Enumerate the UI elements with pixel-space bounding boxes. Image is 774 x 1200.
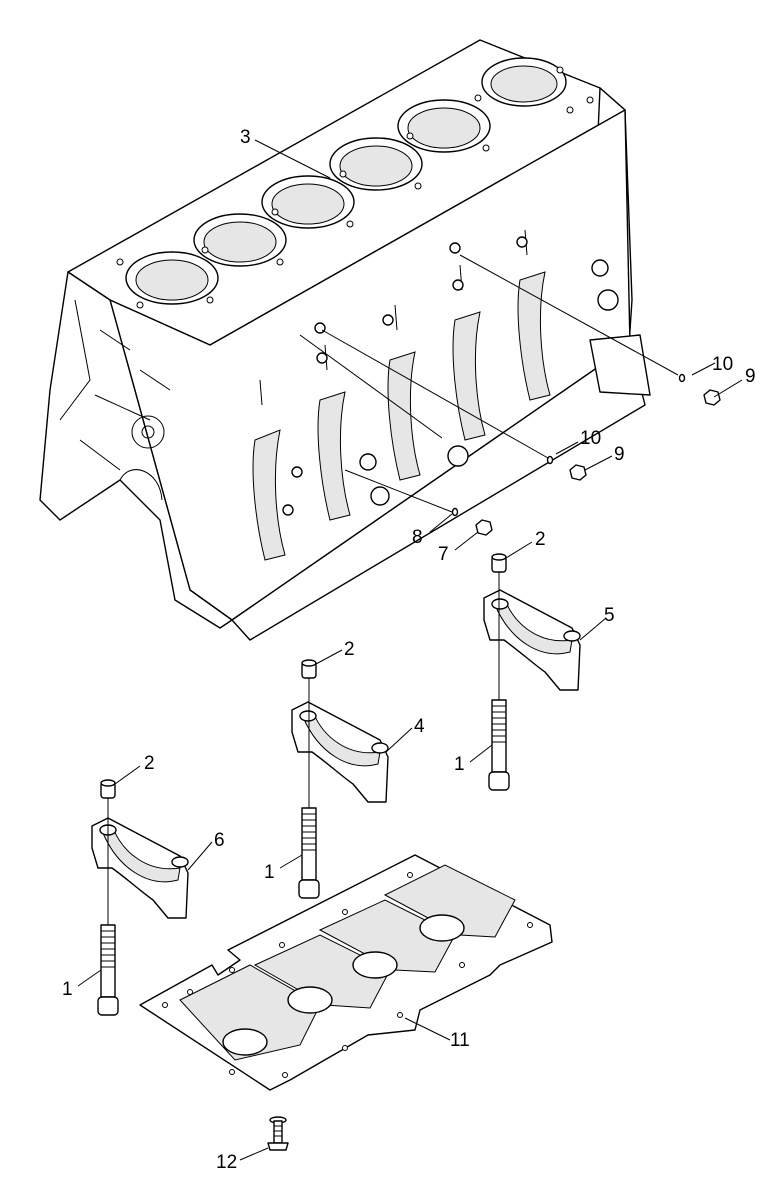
callout-12: 12 (216, 1152, 237, 1173)
callout-10-upper: 10 (712, 354, 733, 375)
callout-2-middle: 2 (344, 639, 355, 660)
callout-8: 8 (412, 527, 423, 548)
callout-10-lower: 10 (580, 428, 601, 449)
bearing-ladder-frame (139, 854, 553, 1091)
callout-5: 5 (604, 605, 615, 626)
callout-4: 4 (414, 716, 425, 737)
callout-9-upper: 9 (745, 366, 756, 387)
bearing-cap-4 (291, 701, 389, 803)
callout-labels: 3 10 9 10 9 8 7 2 5 2 4 1 2 6 1 1 11 12 (62, 127, 756, 1173)
leader-lines (77, 139, 743, 1161)
cylinder-bores (125, 57, 567, 305)
cylinder-block (39, 39, 651, 641)
bearing-cap-6 (91, 817, 189, 919)
callout-1-right: 1 (454, 754, 465, 775)
callout-11: 11 (450, 1030, 470, 1051)
bearing-bulkheads (252, 271, 551, 561)
deck-bolt-holes (116, 66, 594, 309)
callout-6: 6 (214, 830, 225, 851)
callout-1-middle: 1 (264, 862, 275, 883)
bearing-cap-5 (483, 589, 581, 691)
main-bearing-bolts (97, 572, 510, 1016)
callout-2-left: 2 (144, 753, 155, 774)
callout-3: 3 (240, 127, 251, 148)
small-fasteners (451, 373, 721, 536)
callout-7: 7 (438, 544, 449, 565)
frame-screw (267, 1116, 289, 1151)
callout-2-right: 2 (535, 529, 546, 550)
callout-9-lower: 9 (614, 444, 625, 465)
callout-1-left: 1 (62, 979, 73, 1000)
